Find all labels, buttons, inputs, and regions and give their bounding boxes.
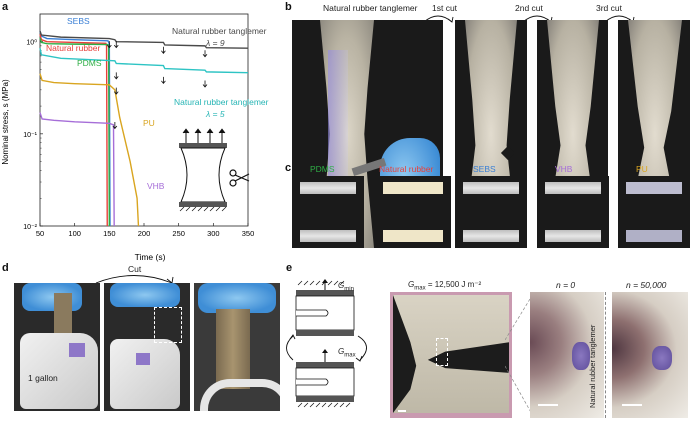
photo-material-pu <box>618 176 690 248</box>
y-tick-label: 10⁰ <box>26 39 37 47</box>
tanglemer-side-label: Natural rubber tanglemer <box>588 324 597 408</box>
cut-marker-arrow <box>161 46 166 54</box>
photo-material-sebs <box>455 176 527 248</box>
material-label-sebs: SEBS <box>473 164 496 174</box>
label-lambda-5: λ = 5 <box>205 109 225 119</box>
n0-label: n = 0 <box>556 280 576 290</box>
panel-b-cut2: 2nd cut <box>515 3 543 13</box>
panel-b-title: Natural rubber tanglemer <box>323 3 418 13</box>
photo-gallon-after <box>104 283 190 411</box>
x-tick-label: 350 <box>242 229 255 238</box>
photo-material-natural-rubber <box>375 176 451 248</box>
cut-marker-arrow <box>112 122 118 130</box>
photo-gallon-zoom <box>194 283 280 411</box>
panel-b-cut1: 1st cut <box>432 3 458 13</box>
photo-material-vhb <box>537 176 609 248</box>
x-tick-label: 100 <box>68 229 81 238</box>
panel-d-cut-label: Cut <box>128 264 142 274</box>
series-line <box>39 112 115 227</box>
x-tick-label: 250 <box>172 229 185 238</box>
x-tick-label: 150 <box>103 229 116 238</box>
divider <box>605 292 614 418</box>
x-tick-label: 300 <box>207 229 220 238</box>
cut-marker-arrow <box>202 50 208 58</box>
cut-marker-arrow <box>161 76 166 84</box>
gmax-value-label: Gmax = 12,500 J m⁻² <box>408 280 482 292</box>
specimen-schematic-icon <box>179 128 227 212</box>
n50k-label: n = 50,000 <box>626 280 667 290</box>
panel-label-b: b <box>285 1 292 13</box>
y-axis-label: Nominal stress, s (MPa) <box>1 79 10 165</box>
photo-gallon-before: 1 gallon <box>14 283 100 411</box>
cut-marker-arrow <box>113 87 119 95</box>
panel-label-d: d <box>2 262 9 274</box>
label-lambda-9: λ = 9 <box>205 38 225 48</box>
material-label-pu: PU <box>636 164 648 174</box>
label-pu: PU <box>143 118 155 128</box>
stress-chart: 50 100 150 200 250 300 350 10⁻² 10⁻¹ 10⁰ SEBS Nat… <box>1 13 269 262</box>
scissors-icon <box>229 169 250 187</box>
zoom-lines-icon <box>505 293 534 417</box>
cut-marker-arrow <box>107 41 112 49</box>
photo-crack-n50000 <box>612 292 688 418</box>
x-tick-label: 200 <box>138 229 151 238</box>
material-label-vhb: VHB <box>555 164 573 174</box>
label-sebs: SEBS <box>67 16 90 26</box>
label-natural-rubber: Natural rubber <box>46 43 101 53</box>
photo-fatigue-specimen <box>390 292 512 418</box>
fatigue-schematic-icon <box>286 279 367 408</box>
material-label-natural-rubber: Natural rubber <box>379 164 434 174</box>
label-vhb: VHB <box>147 181 165 191</box>
gmax-label: Gmax <box>338 347 356 359</box>
gallon-label: 1 gallon <box>28 373 58 383</box>
label-tanglemer-5: Natural rubber tanglemer <box>174 97 269 107</box>
panel-label-c: c <box>285 162 292 174</box>
panel-b-cut3: 3rd cut <box>596 3 622 13</box>
series-line <box>39 73 140 227</box>
x-tick-label: 50 <box>36 229 44 238</box>
series-line <box>39 34 108 227</box>
series-line <box>39 48 249 74</box>
photo-material-pdms <box>292 176 364 248</box>
gmin-label: Gmin <box>338 281 354 293</box>
panel-label-e: e <box>286 262 293 274</box>
panel-label-a: a <box>2 1 9 13</box>
cut-marker-arrow <box>113 41 119 49</box>
y-tick-label: 10⁻² <box>23 224 37 231</box>
cut-marker-arrow <box>113 72 119 80</box>
label-tanglemer-9: Natural rubber tanglemer <box>172 26 267 36</box>
x-axis-label: Time (s) <box>135 252 166 262</box>
label-pdms: PDMS <box>77 58 102 68</box>
photo-crack-n0 <box>530 292 604 418</box>
cut-marker-arrow <box>202 80 208 88</box>
cut-arrow-icon <box>95 275 174 284</box>
y-tick-label: 10⁻¹ <box>23 132 37 139</box>
material-label-pdms: PDMS <box>310 164 335 174</box>
